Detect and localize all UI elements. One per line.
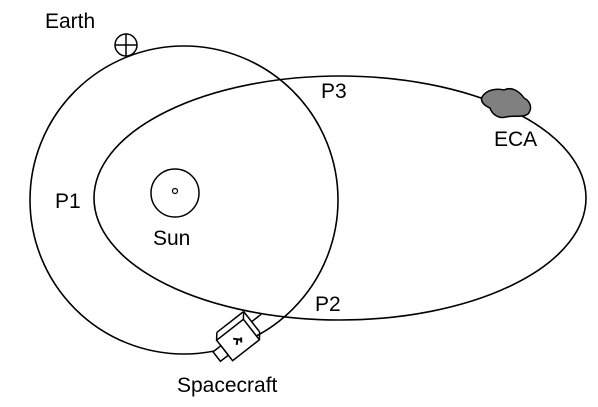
eca-orbit: [93, 75, 587, 321]
spacecraft-icon: [211, 310, 262, 363]
earth-icon: [114, 33, 138, 57]
earth-label: Earth: [45, 10, 95, 33]
spacecraft-label: Spacecraft: [177, 374, 278, 397]
earth-orbit: [29, 45, 339, 355]
sun-center-dot: [171, 187, 179, 195]
asteroid-icon: [480, 87, 532, 119]
p1-label: P1: [55, 190, 81, 213]
p3-label: P3: [321, 80, 347, 103]
eca-label: ECA: [494, 128, 537, 151]
sun-label: Sun: [153, 227, 190, 250]
p2-label: P2: [315, 293, 341, 316]
sun: [150, 168, 200, 218]
